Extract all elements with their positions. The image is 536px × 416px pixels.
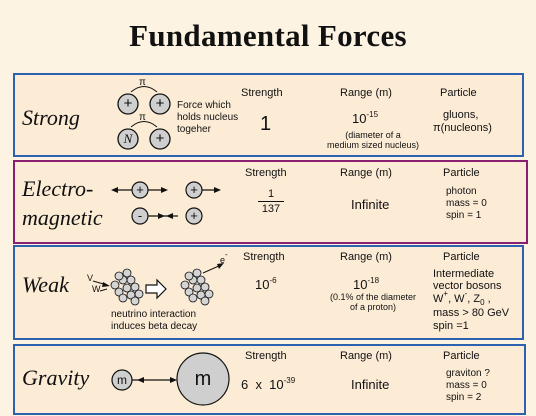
pion-exchange-arc bbox=[130, 86, 158, 93]
small-mass-label: m bbox=[117, 373, 127, 387]
weak-particle-line4: mass > 80 GeV bbox=[433, 307, 510, 319]
weak-strength-value: 10-6 bbox=[255, 276, 277, 293]
w-boson-label: W bbox=[92, 284, 101, 294]
weak-range-value: 10-18 bbox=[353, 276, 380, 293]
neutrino-label: V bbox=[87, 273, 94, 283]
particle-header: Particle bbox=[443, 167, 480, 179]
proton-circle bbox=[149, 93, 171, 115]
strong-note-line3: togeher bbox=[177, 124, 211, 135]
weak-force-diagram bbox=[92, 263, 224, 306]
particle-header: Particle bbox=[443, 251, 480, 263]
gravity-force-diagram bbox=[111, 352, 230, 406]
proton-circle bbox=[149, 128, 171, 150]
proton-label: + bbox=[155, 95, 165, 112]
em-force-diagram bbox=[111, 181, 221, 225]
positive-charge-label: + bbox=[190, 182, 198, 197]
em-strength-numerator: 1 bbox=[267, 188, 275, 200]
strong-particle-line2: π(nucleons) bbox=[433, 122, 492, 134]
weak-note-line2: induces beta decay bbox=[111, 321, 198, 332]
range-header: Range (m) bbox=[340, 350, 392, 362]
proton-label: + bbox=[155, 130, 165, 147]
pion-label: π bbox=[139, 77, 146, 88]
proton-circle bbox=[117, 93, 139, 115]
particle-header: Particle bbox=[443, 350, 480, 362]
particle-header: Particle bbox=[440, 87, 477, 99]
strong-strength-value: 1 bbox=[260, 113, 272, 135]
strong-note-line2: holds nucleus bbox=[177, 112, 239, 123]
range-header: Range (m) bbox=[340, 251, 392, 263]
charge-circle bbox=[185, 207, 203, 225]
large-mass-label: m bbox=[194, 368, 212, 390]
weak-particle-line3: W+, W-, Z0 , bbox=[433, 289, 491, 307]
electron-label: e- bbox=[220, 250, 228, 266]
gravity-particle-line3: spin = 2 bbox=[446, 392, 482, 403]
range-header: Range (m) bbox=[340, 87, 392, 99]
weak-particle-line2: vector bosons bbox=[433, 280, 502, 292]
range-header: Range (m) bbox=[340, 167, 392, 179]
nucleus-cluster-right bbox=[180, 268, 214, 306]
force-name-strong: Strong bbox=[22, 105, 80, 130]
weak-note-line1: neutrino interaction bbox=[111, 309, 197, 320]
electromagnetic-force-row: Electro- magnetic + + - + Strength Range… bbox=[13, 160, 528, 244]
page-title: Fundamental Forces bbox=[129, 18, 407, 53]
neutron-label: N bbox=[123, 131, 133, 146]
strength-header: Strength bbox=[243, 251, 285, 263]
gravity-range-value: Infinite bbox=[351, 377, 390, 392]
strong-range-value: 10-15 bbox=[352, 110, 379, 127]
em-particle-line3: spin = 1 bbox=[446, 210, 482, 221]
strength-header: Strength bbox=[245, 167, 287, 179]
gravity-strength-value: 6 x 10-39 bbox=[241, 376, 296, 393]
weak-particle-line5: spin =1 bbox=[433, 320, 469, 332]
em-strength-fraction: 1 137 bbox=[258, 188, 284, 215]
em-range-value: Infinite bbox=[351, 197, 390, 212]
proton-label: + bbox=[123, 95, 133, 112]
em-strength-denominator: 137 bbox=[261, 203, 281, 215]
weak-force-row: Weak V W e- neutrino interaction induces… bbox=[13, 245, 524, 340]
transition-arrow bbox=[145, 278, 167, 300]
positive-charge-label: + bbox=[136, 182, 144, 197]
pion-label: π bbox=[139, 112, 146, 123]
nucleus-cluster-left bbox=[110, 268, 144, 306]
strong-force-diagram bbox=[117, 86, 171, 150]
pion-exchange-arc bbox=[130, 121, 158, 128]
gravity-force-row: Gravity m m Strength Range (m) Particle … bbox=[13, 344, 526, 415]
force-name-weak: Weak bbox=[22, 272, 69, 297]
force-name-gravity: Gravity bbox=[22, 365, 90, 390]
force-name-electro: Electro- bbox=[22, 176, 94, 201]
strong-note-line1: Force which bbox=[177, 100, 231, 111]
negative-charge-label: - bbox=[137, 208, 143, 223]
strength-header: Strength bbox=[245, 350, 287, 362]
gravity-particle-line1: graviton ? bbox=[446, 368, 490, 379]
force-name-magnetic: magnetic bbox=[22, 205, 103, 230]
neutron-circle bbox=[117, 128, 139, 150]
em-particle-line2: mass = 0 bbox=[446, 198, 487, 209]
gravity-particle-line2: mass = 0 bbox=[446, 380, 487, 391]
positive-charge-label: + bbox=[190, 208, 198, 223]
large-mass-circle bbox=[176, 352, 230, 406]
strong-particle-line1: gluons, bbox=[443, 109, 479, 121]
em-particle-line1: photon bbox=[446, 186, 477, 197]
weak-particle-line1: Intermediate bbox=[433, 268, 495, 280]
strong-force-row: Strong π π + + N + Force which holds nuc… bbox=[13, 73, 524, 157]
strength-header: Strength bbox=[241, 87, 283, 99]
